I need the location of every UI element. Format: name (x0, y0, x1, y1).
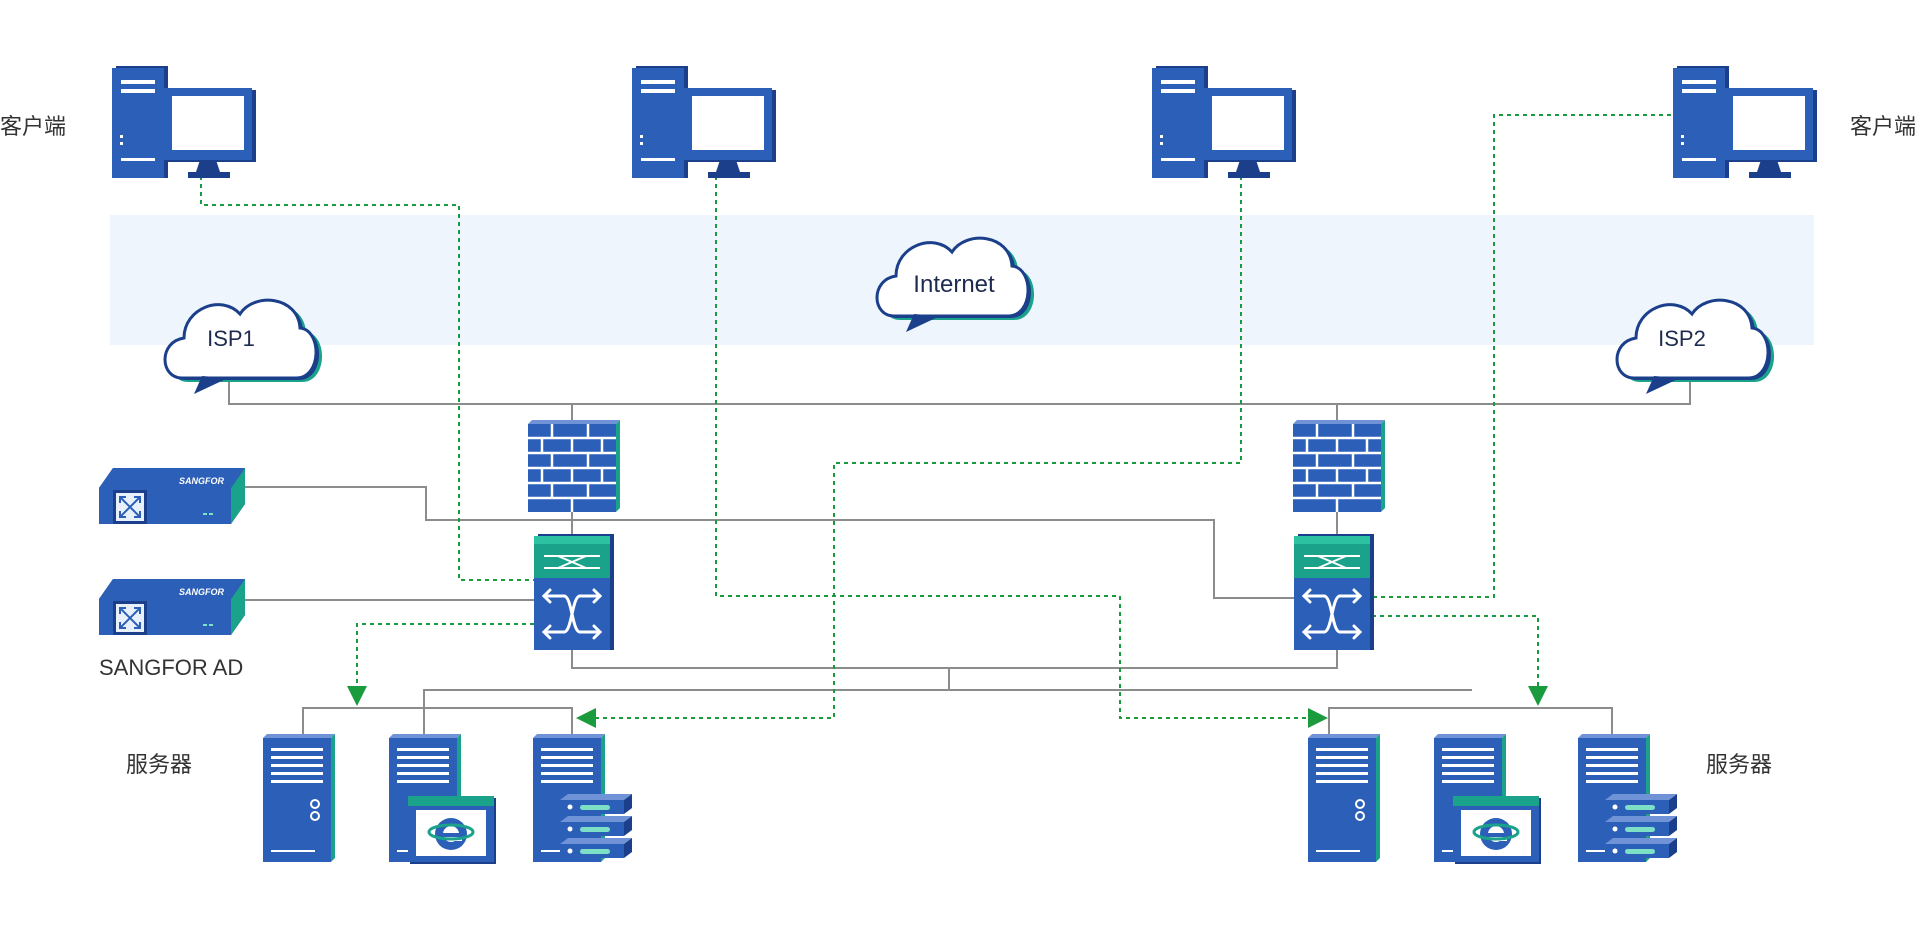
firewall-left-icon (526, 418, 622, 514)
core-switch-right-icon (1292, 532, 1376, 652)
db-server-left (533, 734, 632, 862)
client-computer-2 (632, 66, 776, 178)
web-server-left (389, 734, 498, 866)
sangfor-ad-appliance-1: SANGFOR (98, 467, 246, 525)
db-server-right (1578, 734, 1677, 862)
firewall-right-icon (1291, 418, 1387, 514)
server-status-lights (310, 799, 1365, 821)
client-computer-4 (1673, 66, 1817, 178)
isp2-label: ISP2 (1658, 326, 1706, 351)
sangfor-ad-label: SANGFOR AD (99, 655, 243, 680)
server-label-right: 服务器 (1706, 752, 1772, 777)
brand-label: SANGFOR (179, 587, 225, 597)
browser-icon (406, 794, 498, 866)
sangfor-ad-appliance-2: SANGFOR (98, 578, 246, 636)
database-icon (1605, 794, 1677, 858)
server-right-1-icon (1308, 734, 1380, 862)
traffic-flows (200, 114, 1671, 728)
web-server-right (1434, 734, 1543, 866)
core-switch-left-icon (532, 532, 616, 652)
client-label-left: 客户端 (0, 114, 66, 139)
server-left-1-icon (263, 734, 335, 862)
internet-label: Internet (913, 271, 995, 298)
browser-icon (1451, 794, 1543, 866)
client-computer-1 (112, 66, 256, 178)
database-icon (560, 794, 632, 858)
client-computer-3 (1152, 66, 1296, 178)
physical-links (228, 376, 1691, 736)
brand-label: SANGFOR (179, 476, 225, 486)
isp1-label: ISP1 (207, 326, 255, 351)
server-label-left: 服务器 (126, 752, 192, 777)
client-label-right: 客户端 (1850, 114, 1916, 139)
